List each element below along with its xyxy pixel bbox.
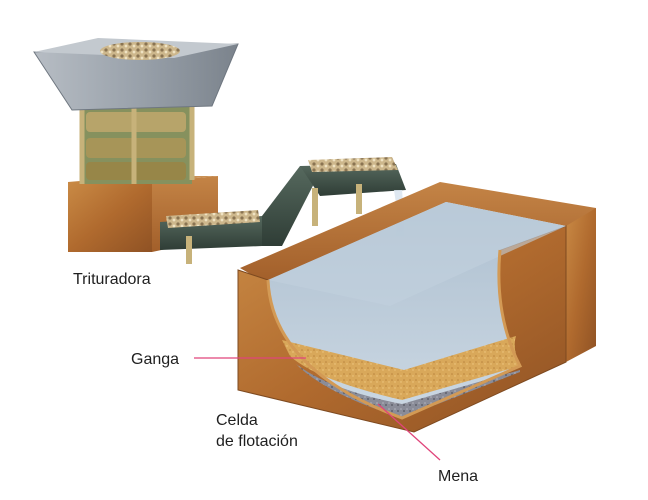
- conveyor-gravel-lower: [166, 210, 260, 228]
- mena-leader-line: [377, 403, 441, 461]
- cell-gangue-layer: [282, 336, 520, 400]
- conveyor-upper-run: [300, 164, 406, 196]
- conveyor-incline: [262, 166, 320, 246]
- cell-back-wall: [240, 182, 596, 282]
- cell-right-wall: [566, 208, 596, 362]
- label-ore: Mena: [438, 468, 479, 485]
- cell-water-surface: [268, 202, 566, 306]
- conveyor-gravel-upper: [308, 157, 398, 172]
- crusher-hopper-gravel: [100, 42, 180, 60]
- label-crusher: Trituradora: [73, 271, 151, 288]
- flotation-cell: [237, 182, 596, 433]
- label-gangue: Ganga: [131, 351, 180, 368]
- conveyor-support-2: [312, 188, 318, 226]
- conveyor-support-3: [356, 184, 362, 214]
- label-cell-line2: de flotación: [216, 433, 298, 450]
- crusher-base-front: [68, 182, 152, 252]
- crusher: [33, 38, 239, 252]
- conveyor-support-1: [186, 236, 192, 264]
- label-cell-line1: Celda: [216, 412, 258, 429]
- conveyor-belt: [160, 157, 406, 264]
- cell-cutaway-rim: [266, 249, 523, 420]
- cell-ore-layer: [296, 364, 520, 418]
